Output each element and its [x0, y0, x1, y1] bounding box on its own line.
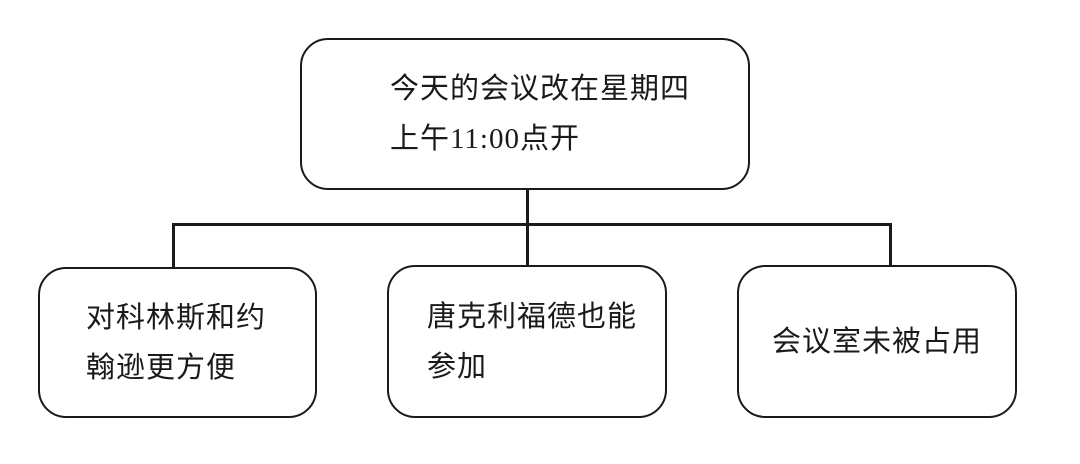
connector-root-vertical: [526, 188, 529, 225]
root-node-text-line-2: 上午11:00点开: [390, 123, 580, 155]
root-node-meeting-change: 今天的会议改在星期四 上午11:00点开: [300, 38, 750, 190]
child-node-tankliford: 唐克利福德也能 参加: [387, 265, 667, 418]
connector-horizontal-bar: [172, 223, 892, 226]
child-node-text-line-1: 对科林斯和约: [86, 301, 267, 334]
child-node-text-line-1: 会议室未被占用: [771, 325, 982, 358]
root-node-text-line-1: 今天的会议改在星期四: [390, 73, 691, 105]
child-node-text-line-2: 翰逊更方便: [86, 351, 237, 384]
child-node-text-line-2: 参加: [427, 350, 488, 383]
child-node-text-line-1: 唐克利福德也能: [427, 300, 638, 333]
child-node-room-free: 会议室未被占用: [737, 265, 1017, 418]
connector-middle-vertical: [526, 223, 529, 267]
connector-right-vertical: [889, 223, 892, 267]
child-node-collins-johnson: 对科林斯和约 翰逊更方便: [38, 267, 317, 418]
connector-left-vertical: [172, 223, 175, 269]
